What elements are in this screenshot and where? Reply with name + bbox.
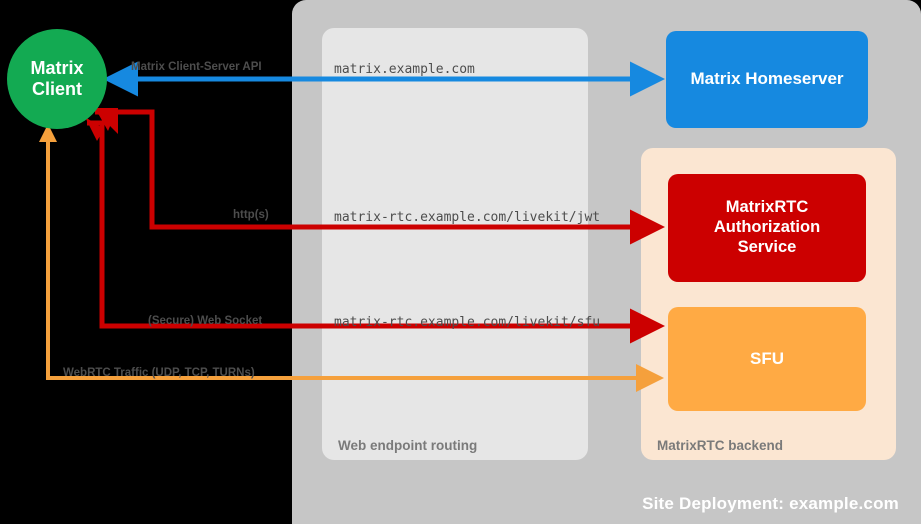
node-auth-line1: MatrixRTC — [725, 198, 809, 217]
endpoint-url-matrix: matrix.example.com — [334, 62, 475, 77]
web-endpoint-routing-panel — [322, 28, 588, 460]
site-deployment-label: Site Deployment: example.com — [642, 494, 899, 513]
matrixrtc-backend-label: MatrixRTC backend — [657, 438, 784, 453]
node-matrix-client[interactable]: Matrix Client — [7, 29, 107, 129]
endpoint-url-livekit-jwt: matrix-rtc.example.com/livekit/jwt — [334, 210, 601, 225]
node-matrix-client-line1: Matrix — [30, 57, 84, 78]
node-matrix-homeserver[interactable]: Matrix Homeserver — [666, 31, 868, 128]
node-sfu[interactable]: SFU — [668, 307, 866, 411]
node-sfu-label: SFU — [750, 348, 784, 368]
endpoint-url-livekit-sfu: matrix-rtc.example.com/livekit/sfu — [334, 315, 601, 330]
edge-label-https: http(s) — [233, 209, 269, 221]
edge-label-secure-web-socket: (Secure) Web Socket — [148, 315, 263, 327]
web-endpoint-routing-label: Web endpoint routing — [338, 438, 478, 453]
node-matrix-client-line2: Client — [31, 79, 82, 99]
node-auth-line2: Authorization — [713, 218, 821, 237]
node-matrixrtc-authorization-service[interactable]: MatrixRTC Authorization Service — [668, 174, 866, 282]
node-matrix-homeserver-label: Matrix Homeserver — [690, 69, 844, 89]
node-auth-line3: Service — [737, 237, 797, 256]
edge-label-matrix-client-server-api: Matrix Client-Server API — [131, 61, 262, 73]
edge-label-webrtc-traffic: WebRTC Traffic (UDP, TCP, TURNs) — [63, 367, 255, 379]
